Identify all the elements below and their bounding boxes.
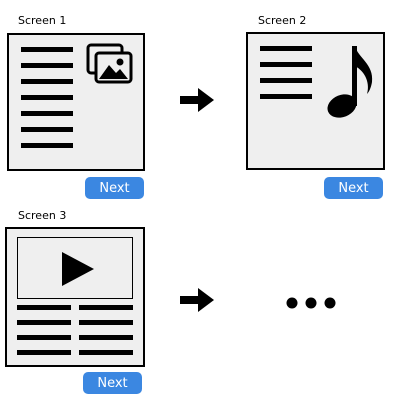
ellipsis-icon [286, 297, 336, 309]
image-gallery-icon [86, 43, 133, 84]
screen-3-next-button[interactable]: Next [83, 372, 142, 394]
video-play-icon [62, 252, 94, 286]
screen-3 [5, 227, 145, 367]
screen-2 [246, 32, 385, 170]
screen-1-title: Screen 1 [18, 14, 67, 27]
music-note-icon [327, 46, 373, 118]
screen-2-next-button[interactable]: Next [324, 177, 383, 199]
screen-1-next-button[interactable]: Next [85, 177, 144, 199]
screen-3-title: Screen 3 [18, 209, 67, 222]
video-player [17, 237, 133, 299]
right-arrow-icon [180, 88, 214, 112]
right-arrow-icon [180, 288, 214, 312]
screen-1 [7, 33, 145, 171]
screen-2-title: Screen 2 [258, 14, 307, 27]
